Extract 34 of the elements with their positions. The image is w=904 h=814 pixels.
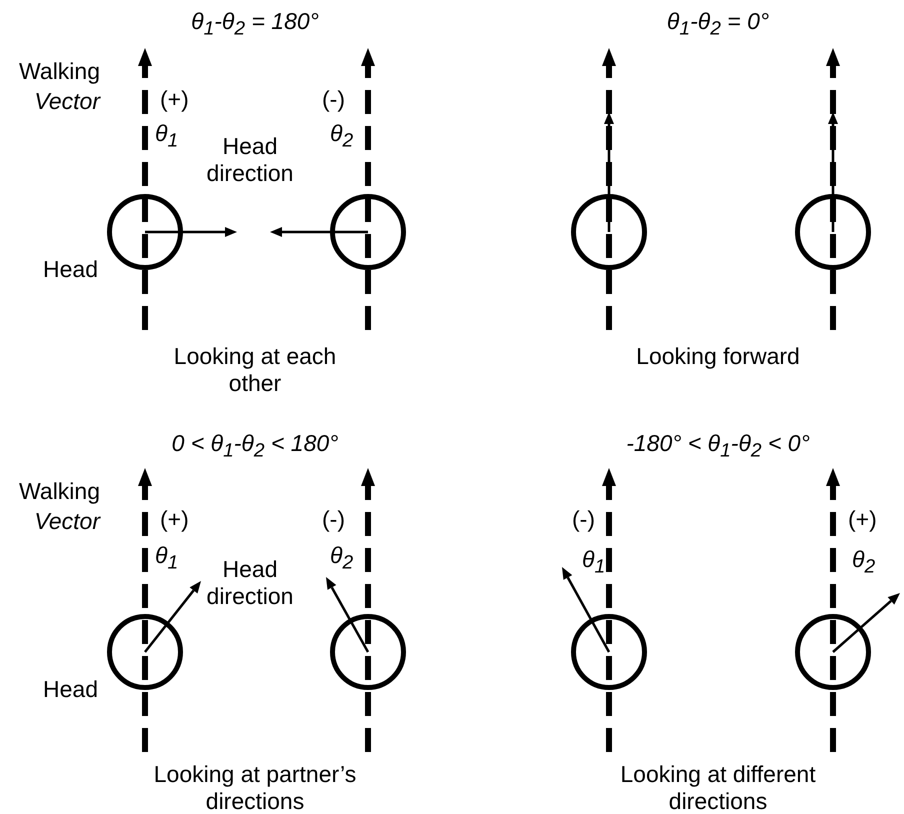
head-circle — [571, 614, 647, 690]
angle-label: θ$_{1}$ — [155, 120, 178, 154]
axis-label: Walking Vector — [18, 57, 100, 116]
description-text: Head direction — [206, 133, 294, 187]
axis-label: (+) — [160, 506, 189, 533]
panel-heading: -180° < θ$_{1}$-θ$_{2}$ < 0° — [626, 430, 810, 464]
head-circle — [107, 194, 183, 270]
description-text: Looking at each other — [172, 343, 338, 397]
head-circle — [330, 614, 406, 690]
axis-label: Walking Vector — [18, 477, 100, 536]
axis-label: (-) — [322, 506, 345, 533]
angle-label: θ$_{2}$ — [330, 120, 354, 154]
axis-label: (+) — [160, 86, 189, 113]
angle-label: θ$_{2}$ — [852, 546, 876, 580]
panel-heading: θ$_{1}$-θ$_{2}$ = 0° — [666, 8, 770, 42]
axis-label: (-) — [572, 506, 595, 533]
description-text: Looking forward — [635, 343, 801, 370]
angle-label: θ$_{1}$ — [155, 542, 178, 576]
description-text: Looking at partner’s directions — [152, 761, 358, 814]
head-circle — [107, 614, 183, 690]
angle-label: θ$_{2}$ — [330, 542, 354, 576]
part-label: Head — [43, 676, 98, 703]
panel-heading: 0 < θ$_{1}$-θ$_{2}$ < 180° — [172, 430, 338, 464]
head-circle — [795, 194, 871, 270]
axis-label: (-) — [322, 86, 345, 113]
description-text: Head direction — [206, 556, 294, 610]
head-circle — [330, 194, 406, 270]
head-circle — [795, 614, 871, 690]
axis-label: (+) — [848, 506, 877, 533]
angle-label: θ$_{1}$ — [582, 546, 606, 580]
panel-heading: θ$_{1}$-θ$_{2}$ = 180° — [191, 8, 319, 42]
head-circle — [571, 194, 647, 270]
part-label: Head — [43, 256, 98, 283]
description-text: Looking at different directions — [619, 761, 817, 814]
